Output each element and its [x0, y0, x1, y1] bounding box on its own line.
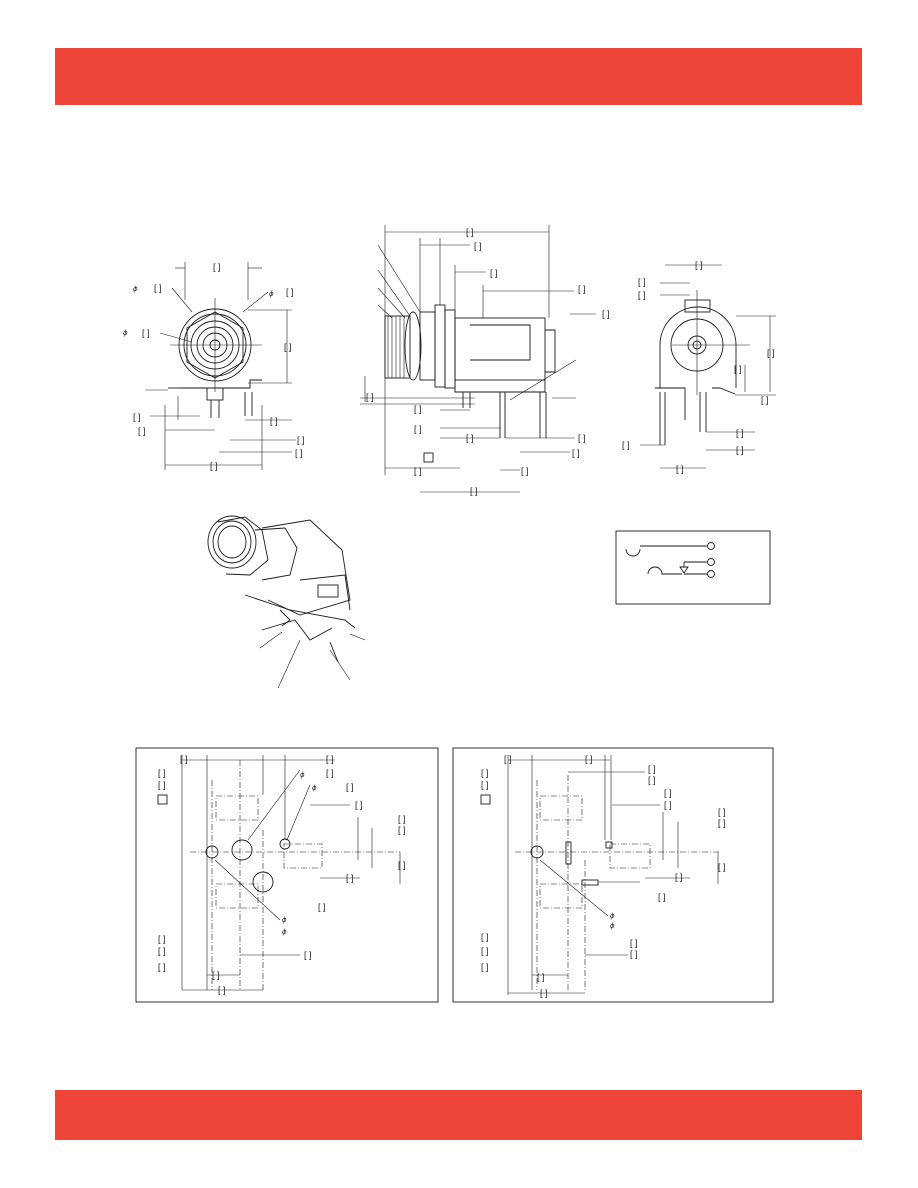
- svg-text:[ ]: [ ]: [318, 902, 326, 912]
- svg-text:[ ]: [ ]: [767, 348, 775, 358]
- svg-text:[ ]: [ ]: [158, 768, 166, 778]
- svg-text:[ ]: [ ]: [648, 764, 656, 774]
- svg-text:[ ]: [ ]: [398, 814, 406, 824]
- svg-text:[ ]: [ ]: [481, 962, 489, 972]
- svg-text:[ ]: [ ]: [414, 466, 422, 476]
- svg-text:[ ]: [ ]: [154, 283, 162, 293]
- svg-text:[ ]: [ ]: [695, 260, 703, 270]
- svg-text:[ ]: [ ]: [326, 768, 334, 778]
- svg-text:[ ]: [ ]: [521, 466, 529, 476]
- svg-text:[ ]: [ ]: [676, 464, 684, 474]
- svg-text:[ ]: [ ]: [133, 412, 141, 422]
- svg-text:[ ]: [ ]: [414, 404, 422, 414]
- svg-text:[ ]: [ ]: [466, 227, 474, 237]
- svg-text:[ ]: [ ]: [346, 873, 354, 883]
- svg-text:[ ]: [ ]: [326, 754, 334, 764]
- rear-view: [ ] [ ] [ ] [ ] [ ] [ ] [ ] [ ] [ ] [ ]: [622, 260, 776, 474]
- svg-text:[ ]: [ ]: [630, 949, 638, 959]
- svg-text:[ ]: [ ]: [158, 780, 166, 790]
- svg-text:[ ]: [ ]: [297, 435, 305, 445]
- side-view: [ ] [ ] [ ] [ ] [ ] [ ] [ ] [ ] [ ]: [360, 225, 610, 496]
- svg-text:[ ]: [ ]: [537, 972, 545, 982]
- svg-text:[ ]: [ ]: [675, 872, 683, 882]
- svg-text:[ ]: [ ]: [734, 364, 742, 374]
- svg-text:[ ]: [ ]: [602, 309, 610, 319]
- svg-text:[ ]: [ ]: [158, 962, 166, 972]
- svg-text:ϕ: ϕ: [282, 916, 287, 924]
- svg-text:[ ]: [ ]: [481, 932, 489, 942]
- svg-text:ϕ: ϕ: [312, 784, 317, 792]
- svg-text:[ ]: [ ]: [578, 284, 586, 294]
- svg-text:[ ]: [ ]: [572, 448, 580, 458]
- svg-text:[ ]: [ ]: [658, 892, 666, 902]
- svg-text:[ ]: [ ]: [295, 448, 303, 458]
- svg-text:[ ]: [ ]: [355, 800, 363, 810]
- svg-text:[ ]: [ ]: [638, 277, 646, 287]
- footer-band: [55, 1090, 862, 1140]
- svg-text:[ ]: [ ]: [270, 416, 278, 426]
- svg-text:[ ]: [ ]: [398, 860, 406, 870]
- svg-text:[ ]: [ ]: [138, 426, 146, 436]
- svg-text:ϕ: ϕ: [269, 290, 274, 298]
- front-view: [ ] [ ] ϕ [ ] ϕ [ ] ϕ [ ] [ ] [ ] [ ] [ …: [123, 262, 305, 471]
- svg-text:ϕ: ϕ: [123, 329, 128, 337]
- svg-text:[ ]: [ ]: [481, 946, 489, 956]
- svg-text:[ ]: [ ]: [210, 461, 218, 471]
- svg-text:[ ]: [ ]: [648, 775, 656, 785]
- pcb-layout-right: [ ] [ ] [ ] [ ] [ ] [ ] [ ] [ ] [ ] [ ] …: [452, 747, 774, 1003]
- schematic: [615, 530, 771, 605]
- svg-text:ϕ: ϕ: [300, 771, 305, 779]
- svg-text:[ ]: [ ]: [718, 807, 726, 817]
- svg-text:ϕ: ϕ: [133, 285, 138, 293]
- svg-text:[ ]: [ ]: [585, 754, 593, 764]
- svg-text:[ ]: [ ]: [736, 445, 744, 455]
- svg-text:[ ]: [ ]: [578, 433, 586, 443]
- svg-text:[ ]: [ ]: [218, 985, 226, 995]
- svg-text:[ ]: [ ]: [481, 768, 489, 778]
- svg-text:[ ]: [ ]: [346, 782, 354, 792]
- svg-text:[ ]: [ ]: [366, 392, 374, 402]
- isometric-view: [207, 515, 366, 689]
- svg-text:[ ]: [ ]: [414, 424, 422, 434]
- svg-text:ϕ: ϕ: [282, 928, 287, 936]
- svg-text:[ ]: [ ]: [213, 262, 221, 272]
- svg-text:[ ]: [ ]: [158, 934, 166, 944]
- svg-text:[ ]: [ ]: [718, 818, 726, 828]
- svg-text:[ ]: [ ]: [761, 395, 769, 405]
- svg-text:[ ]: [ ]: [664, 800, 672, 810]
- svg-text:[ ]: [ ]: [474, 241, 482, 251]
- svg-text:[ ]: [ ]: [638, 290, 646, 300]
- pcb-layout-left: [ ] [ ] [ ] [ ] ϕ [ ] ϕ [ ] [ ] [ ] [ ] …: [135, 747, 439, 1003]
- svg-text:[ ]: [ ]: [180, 754, 188, 764]
- svg-text:[ ]: [ ]: [284, 342, 292, 352]
- svg-text:[ ]: [ ]: [470, 486, 478, 496]
- svg-text:[ ]: [ ]: [490, 268, 498, 278]
- header-band: [55, 48, 862, 105]
- svg-text:ϕ: ϕ: [610, 912, 615, 920]
- svg-text:[ ]: [ ]: [736, 428, 744, 438]
- svg-text:[ ]: [ ]: [158, 946, 166, 956]
- svg-text:[ ]: [ ]: [286, 287, 294, 297]
- svg-text:[ ]: [ ]: [622, 440, 630, 450]
- svg-text:[ ]: [ ]: [481, 780, 489, 790]
- svg-text:[ ]: [ ]: [718, 862, 726, 872]
- svg-text:[ ]: [ ]: [398, 825, 406, 835]
- svg-text:[ ]: [ ]: [664, 788, 672, 798]
- svg-text:[ ]: [ ]: [212, 970, 220, 980]
- svg-text:[ ]: [ ]: [540, 988, 548, 998]
- svg-text:ϕ: ϕ: [610, 922, 615, 930]
- svg-text:[ ]: [ ]: [142, 328, 150, 338]
- svg-text:[ ]: [ ]: [630, 938, 638, 948]
- svg-text:[ ]: [ ]: [304, 950, 312, 960]
- svg-text:[ ]: [ ]: [466, 433, 474, 443]
